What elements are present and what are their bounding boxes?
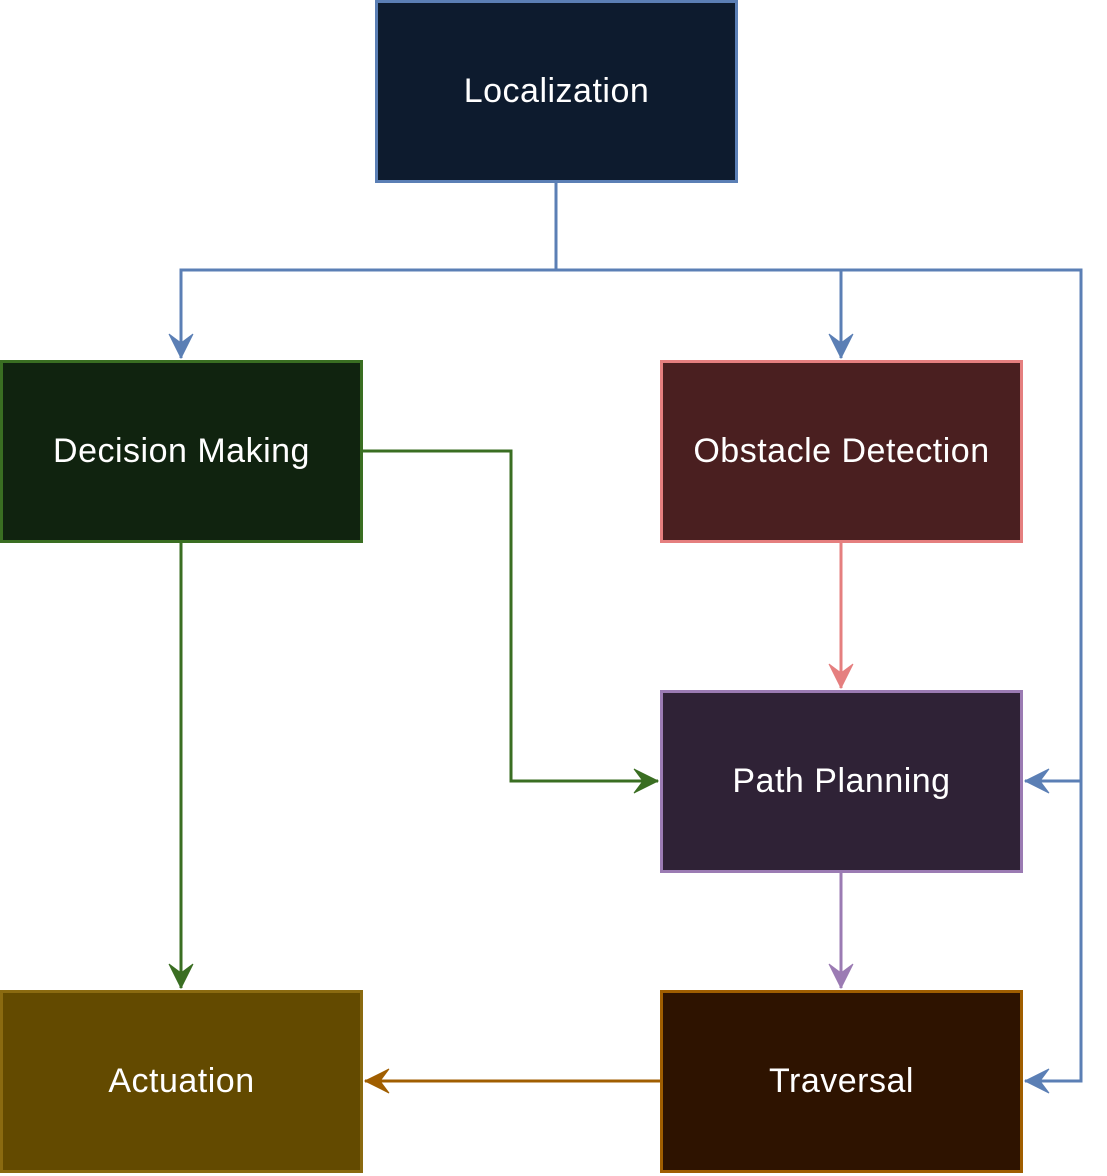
connector-line [363, 449, 658, 783]
arrowhead-icon [1023, 1068, 1050, 1094]
arrowhead-icon [828, 663, 854, 690]
connector-traversal-to-actuation [363, 1068, 660, 1094]
node-decision-making[interactable]: Decision Making [0, 360, 363, 543]
connector-localization-to-obstacle-detection [556, 268, 854, 360]
connector-obstacle-detection-to-path-planning [828, 543, 854, 690]
node-traversal[interactable]: Traversal [660, 990, 1023, 1173]
node-label-traversal: Traversal [769, 1062, 914, 1100]
connector-localization-to-traversal [1023, 781, 1083, 1094]
node-label-path-planning: Path Planning [732, 762, 951, 800]
connector-line [179, 183, 558, 358]
node-localization[interactable]: Localization [375, 0, 738, 183]
node-path-planning[interactable]: Path Planning [660, 690, 1023, 873]
connector-line [1025, 781, 1083, 1083]
node-label-obstacle-detection: Obstacle Detection [693, 432, 990, 470]
arrowhead-icon [828, 963, 854, 990]
arrowhead-icon [168, 333, 194, 360]
connector-localization-to-decision-making [168, 183, 558, 360]
connector-decision-making-to-path-planning [363, 449, 660, 794]
node-label-actuation: Actuation [108, 1062, 255, 1100]
arrowhead-icon [168, 963, 194, 990]
arrowhead-icon [828, 333, 854, 360]
arrowhead-icon [1023, 768, 1050, 794]
node-label-localization: Localization [463, 72, 650, 110]
connector-line [841, 268, 1083, 783]
node-actuation[interactable]: Actuation [0, 990, 363, 1173]
connector-localization-to-path-planning [841, 268, 1083, 794]
arrowhead-icon [633, 768, 660, 794]
node-label-decision-making: Decision Making [53, 432, 310, 470]
arrowhead-icon [363, 1068, 390, 1094]
node-obstacle-detection[interactable]: Obstacle Detection [660, 360, 1023, 543]
connector-decision-making-to-actuation [168, 543, 194, 990]
connector-path-planning-to-traversal [828, 873, 854, 990]
connector-line [556, 268, 843, 358]
